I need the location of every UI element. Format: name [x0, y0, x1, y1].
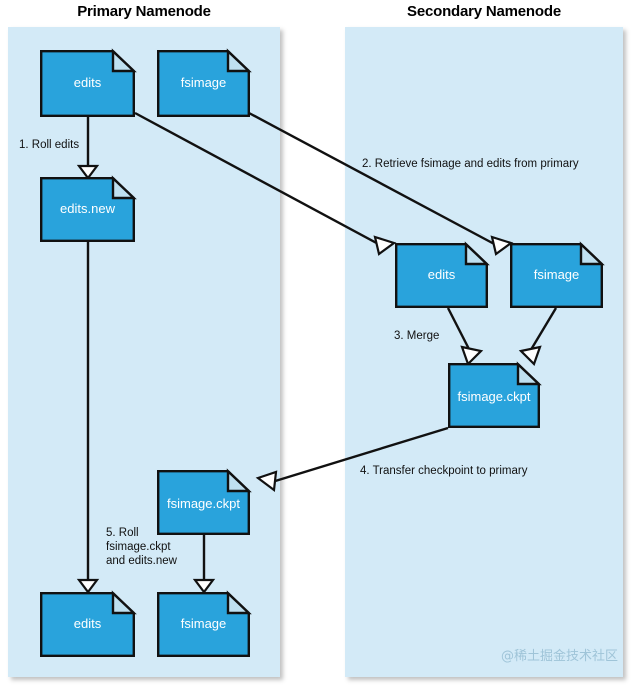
document-primary-edits-new[interactable]: edits.new	[40, 175, 137, 242]
document-primary-fsimage-ckpt[interactable]: fsimage.ckpt	[157, 468, 252, 535]
document-primary-fsimage-top[interactable]: fsimage	[157, 48, 252, 118]
panel-title-secondary: Secondary Namenode	[407, 3, 561, 20]
document-primary-fsimage-bottom[interactable]: fsimage	[157, 590, 252, 657]
step-label-5-line3: and edits.new	[106, 555, 177, 567]
panel-secondary-namenode	[345, 27, 623, 677]
step-label-5-line2: fsimage.ckpt	[106, 541, 171, 553]
panel-title-primary: Primary Namenode	[77, 3, 211, 20]
step-label-3: 3. Merge	[394, 330, 440, 342]
document-secondary-fsimage[interactable]: fsimage	[510, 241, 605, 308]
document-primary-edits-bottom[interactable]: edits	[40, 590, 137, 657]
watermark-text: @稀土掘金技术社区	[500, 649, 618, 664]
document-secondary-edits[interactable]: edits	[395, 241, 490, 308]
step-label-1: 1. Roll edits	[19, 139, 80, 151]
step-label-4: 4. Transfer checkpoint to primary	[360, 465, 528, 477]
document-primary-edits-top[interactable]: edits	[40, 48, 137, 118]
panel-primary-namenode	[8, 27, 280, 677]
document-secondary-fsimage-ckpt[interactable]: fsimage.ckpt	[448, 361, 542, 428]
step-label-5-line1: 5. Roll	[106, 527, 139, 539]
step-label-2: 2. Retrieve fsimage and edits from prima…	[362, 158, 579, 170]
